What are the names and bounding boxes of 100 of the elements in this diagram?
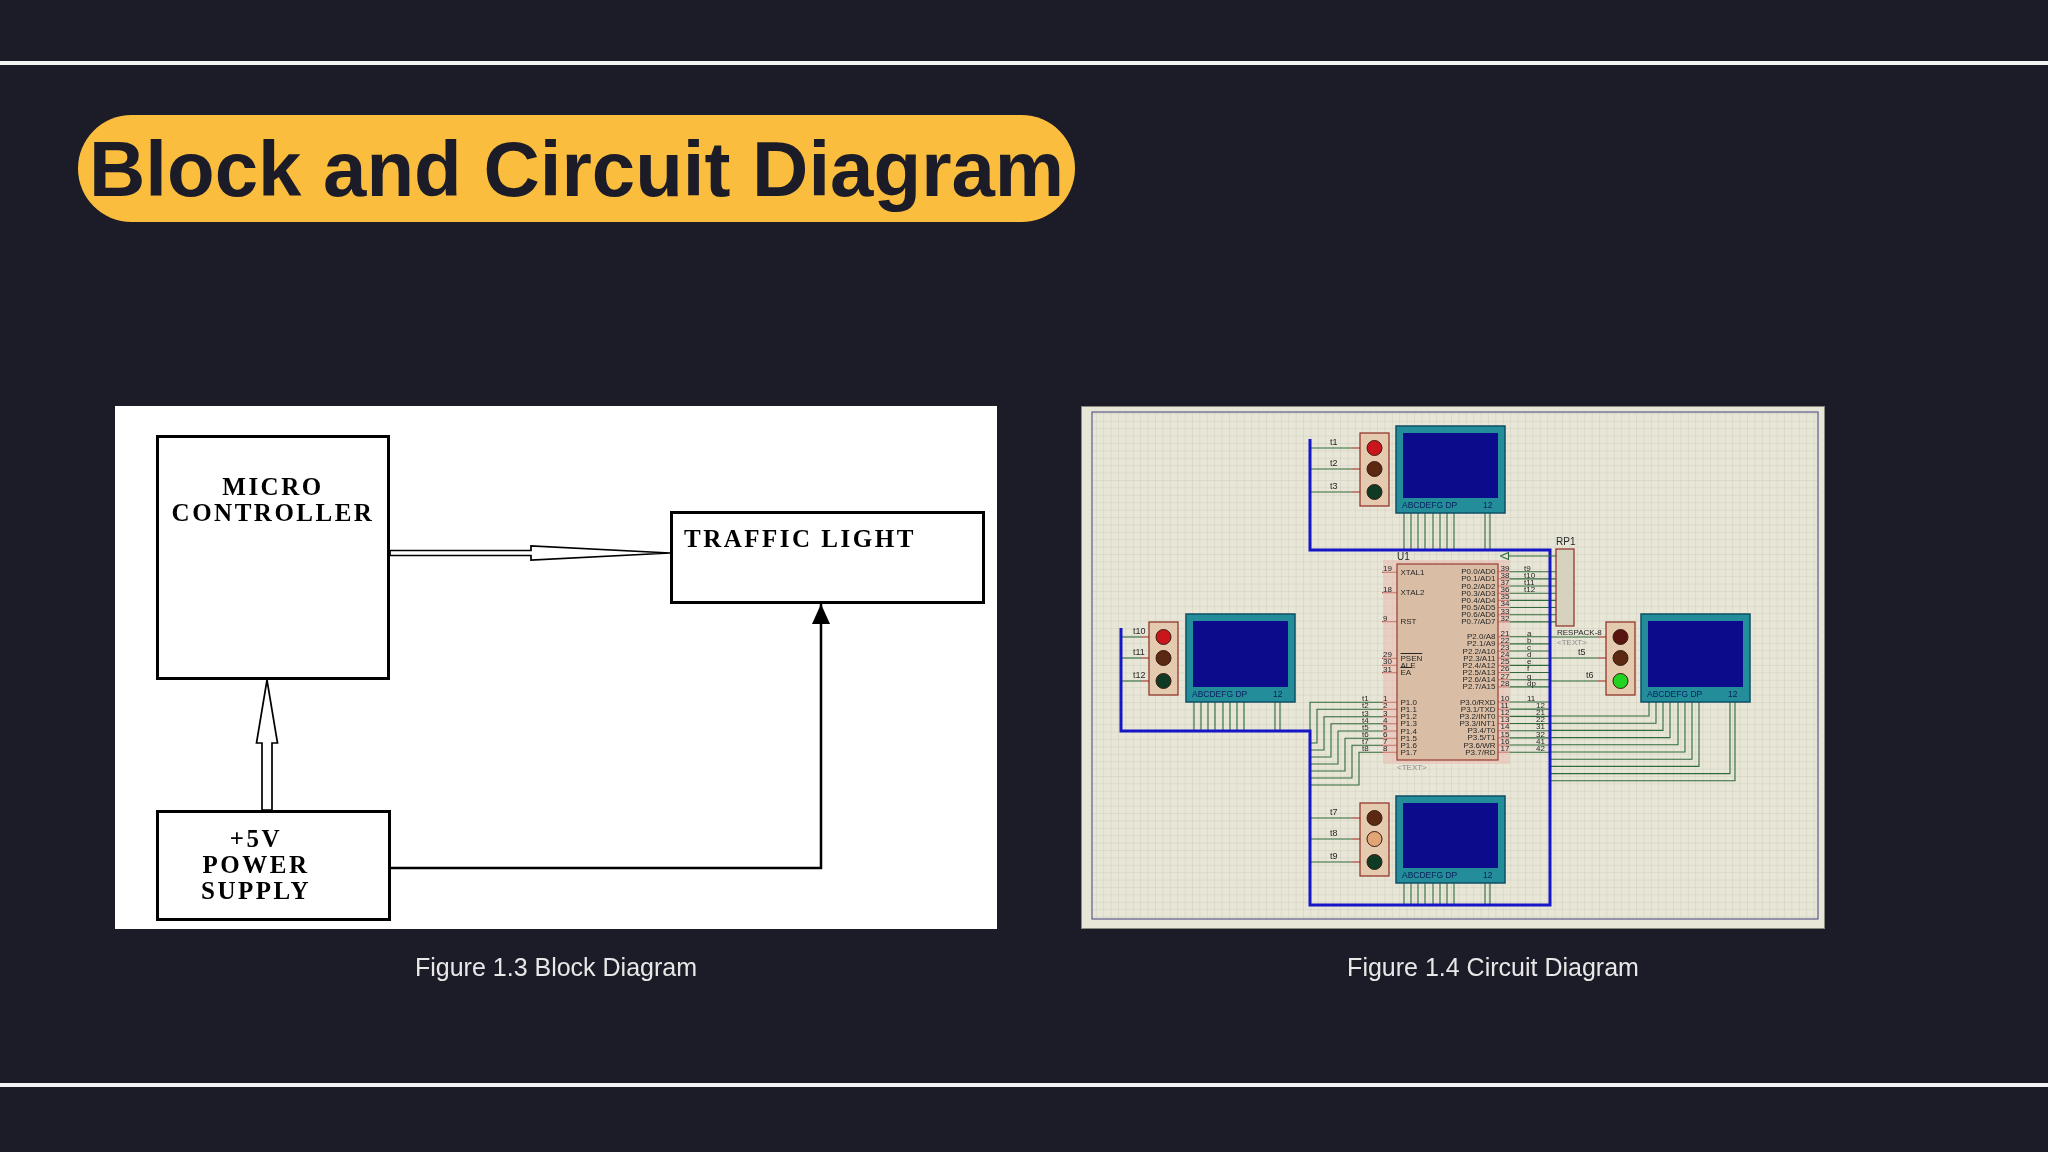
wire-label: t7: [1330, 808, 1338, 817]
pin-name: P1.7: [1400, 748, 1417, 756]
wire-label: c: [1527, 643, 1531, 651]
wire-label: t4: [1362, 716, 1369, 724]
wire-label: t6: [1362, 731, 1369, 739]
wire-label: t10: [1133, 627, 1146, 636]
wire-label: 22: [1536, 716, 1545, 724]
display-label: 12: [1273, 690, 1283, 699]
pin-number: 6: [1383, 731, 1388, 739]
wire-label: d: [1527, 651, 1532, 658]
pin-name: XTAL2: [1400, 589, 1425, 597]
wire-label: a: [1527, 629, 1532, 637]
wire-label: t8: [1362, 745, 1369, 753]
wire-label: 31: [1536, 723, 1545, 731]
pin-name: P3.6/WR: [1463, 741, 1496, 749]
pin-number: 26: [1500, 665, 1510, 673]
wire-label: 42: [1536, 745, 1545, 752]
arrow: [391, 604, 830, 870]
pin-number: 14: [1500, 723, 1510, 731]
pin-number: 19: [1383, 565, 1392, 573]
pin-number: 38: [1500, 571, 1510, 579]
display-label: 12: [1483, 871, 1493, 880]
pin-name: ALE: [1400, 661, 1416, 669]
pin-name: P1.6: [1400, 741, 1417, 749]
pin-number: 4: [1383, 716, 1388, 724]
pin-name: P0.4/AD4: [1461, 596, 1496, 604]
pin-number: 8: [1383, 745, 1388, 753]
display-label: ABCDEFG DP: [1402, 871, 1458, 880]
node-label: TRAFFIC LIGHT: [684, 526, 917, 552]
pin-number: 36: [1500, 586, 1510, 593]
process-box: [156, 810, 391, 921]
pin-name: P3.1/TXD: [1460, 705, 1496, 713]
pin-name: P0.7/AD7: [1461, 618, 1496, 626]
pin-number: 23: [1500, 643, 1510, 651]
wire-label: t7: [1362, 738, 1369, 746]
pin-name: RST: [1400, 618, 1417, 626]
pin-name: P0.2/AD2: [1461, 582, 1496, 590]
figure-caption: Figure 1.4 Circuit Diagram: [1347, 955, 1639, 980]
pin-name: EA: [1400, 669, 1412, 677]
pin-number: 31: [1383, 665, 1392, 673]
wire-label: t5: [1578, 648, 1586, 657]
pin-name: P2.2/A10: [1462, 647, 1496, 655]
display-label: 12: [1728, 690, 1738, 699]
pin-name: P2.4/A12: [1462, 661, 1496, 669]
display-label: ABCDEFG DP: [1192, 690, 1248, 699]
pin-number: 18: [1383, 585, 1392, 593]
pin-number: 25: [1500, 658, 1510, 666]
pin-number: 39: [1500, 564, 1510, 572]
part-label: RESPACK-8: [1557, 628, 1602, 636]
wire-label: 12: [1536, 701, 1545, 709]
pin-name: P0.3/AD3: [1461, 589, 1496, 597]
pin-number: 24: [1500, 651, 1510, 658]
pin-number: 33: [1500, 607, 1510, 615]
pin-name: P1.1: [1400, 705, 1417, 713]
pin-name: P1.0: [1400, 698, 1417, 706]
wire-label: e: [1527, 658, 1532, 666]
pin-number: 30: [1383, 658, 1392, 666]
node-label: MICRO CONTROLLER: [170, 474, 376, 526]
pin-number: 2: [1383, 702, 1388, 710]
pin-name: P0.5/AD5: [1461, 604, 1496, 612]
pin-name: P2.6/A14: [1462, 676, 1496, 684]
display-label: ABCDEFG DP: [1402, 501, 1458, 510]
part-label: U1: [1397, 552, 1410, 562]
process-box: [670, 511, 985, 604]
pin-number: 13: [1500, 716, 1510, 724]
pin-number: 7: [1383, 738, 1388, 746]
display-label: ABCDEFG DP: [1647, 690, 1703, 699]
pin-number: 29: [1383, 651, 1392, 659]
process-box: [156, 435, 390, 680]
wire-label: t1: [1330, 438, 1338, 447]
pin-number: 1: [1383, 695, 1388, 703]
wire-label: t3: [1330, 482, 1338, 491]
wire-label: t3: [1362, 709, 1369, 717]
wire-label: t11: [1133, 648, 1145, 657]
pin-name: P2.0/A8: [1467, 633, 1496, 641]
wire-label: t5: [1362, 723, 1369, 731]
pin-number: 28: [1500, 679, 1510, 687]
pin-number: 35: [1500, 593, 1510, 601]
pin-name: PSEN: [1400, 654, 1423, 662]
wire-label: 32: [1536, 730, 1545, 738]
display-label: 12: [1483, 501, 1493, 510]
block-arrow: [255, 679, 279, 811]
pin-name: P2.3/A11: [1463, 654, 1496, 662]
pin-name: P3.3/INT1: [1459, 720, 1496, 727]
wire-label: 41: [1536, 737, 1545, 745]
pin-number: 21: [1500, 629, 1510, 637]
pin-number: 5: [1383, 723, 1388, 731]
node-label: +5V POWER SUPPLY: [200, 826, 312, 904]
pin-name: P3.5/T1: [1467, 734, 1496, 742]
pin-name: P2.5/A13: [1462, 669, 1496, 677]
pin-name: P3.0/RXD: [1459, 698, 1496, 706]
part-label: <TEXT>: [1557, 639, 1587, 646]
pin-number: 16: [1500, 737, 1510, 745]
pin-name: P3.4/T0: [1467, 727, 1496, 735]
wire-label: g: [1527, 672, 1532, 680]
wire-label: 11: [1527, 694, 1536, 702]
pin-name: P2.7/A15: [1462, 683, 1496, 691]
pin-number: 11: [1500, 701, 1509, 709]
pin-number: 34: [1500, 600, 1510, 608]
pin-number: 9: [1383, 614, 1388, 622]
